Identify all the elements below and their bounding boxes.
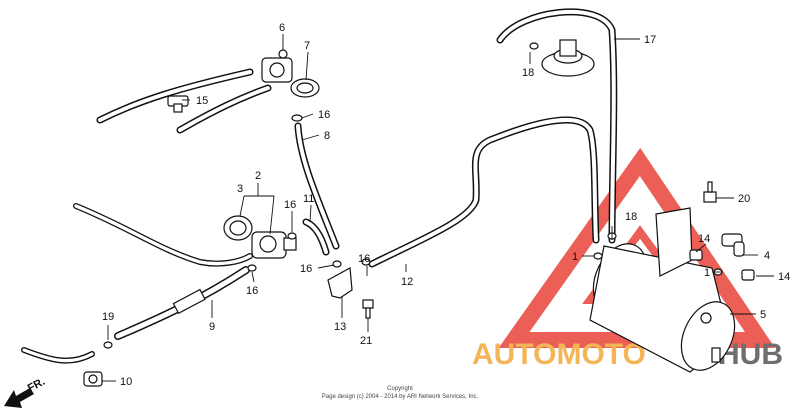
clamp-7 — [290, 78, 320, 98]
callout-20: 20 — [738, 193, 750, 205]
callout-11: 11 — [303, 193, 314, 205]
callout-10: 10 — [120, 376, 132, 388]
front-arrow-icon — [4, 388, 34, 408]
clamp-3 — [223, 215, 253, 241]
hose-11-inner — [304, 220, 328, 254]
clamp-19 — [103, 341, 113, 349]
hose-left-long — [73, 203, 253, 267]
hose-left-long-inner — [74, 204, 252, 266]
hose-8-inner — [296, 124, 338, 248]
front-label: FR. — [26, 376, 47, 395]
clamp-16-a — [291, 114, 303, 122]
callout-4: 4 — [764, 250, 770, 262]
callout-18-a: 18 — [522, 67, 534, 79]
callout-14-b: 14 — [778, 271, 790, 283]
valve-2 — [251, 231, 297, 259]
copyright-line-2: Page design (c) 2004 - 2014 by ARI Netwo… — [322, 394, 479, 400]
callouts: 6 7 15 16 8 2 3 11 16 16 16 16 13 21 9 1… — [102, 22, 790, 388]
callout-17: 17 — [644, 34, 656, 46]
callout-16-b: 16 — [284, 199, 296, 211]
clip-15 — [167, 95, 189, 113]
leader-lines — [102, 34, 774, 382]
callout-8: 8 — [324, 130, 330, 142]
callout-18-b: 18 — [625, 211, 637, 223]
callout-12: 12 — [401, 276, 413, 288]
callout-13: 13 — [334, 321, 346, 333]
clip-14-a — [689, 249, 703, 261]
hose-17-inner — [498, 9, 616, 242]
elbow-4 — [721, 233, 745, 257]
callout-3: 3 — [237, 183, 243, 195]
callout-16-c: 16 — [246, 285, 258, 297]
callout-6: 6 — [279, 22, 285, 34]
clip-1-a — [593, 252, 603, 260]
callout-19: 19 — [102, 311, 114, 323]
clamp-16-b — [287, 232, 297, 240]
copyright-line-1: Copyright — [387, 386, 413, 392]
hose-9-sleeve — [172, 288, 206, 315]
front-direction-indicator: FR. — [4, 376, 47, 408]
canister-5 — [589, 243, 736, 373]
hose-upper-left-b-inner — [178, 86, 270, 132]
bolt-21 — [362, 299, 374, 319]
clamp-16-e — [361, 258, 371, 266]
bolt-20 — [703, 181, 717, 203]
filter-cap-18 — [541, 39, 595, 77]
hose-12-inner — [370, 118, 598, 266]
copyright-block: Copyright Page design (c) 2004 - 2014 by… — [322, 386, 479, 400]
hose-group — [21, 8, 618, 364]
callout-1-a: 1 — [572, 251, 578, 263]
callout-16-e: 16 — [358, 253, 370, 265]
callout-1-b: 1 — [704, 267, 710, 279]
hose-upper-left-a-inner — [98, 70, 252, 122]
clip-18-top — [529, 42, 539, 50]
callout-16-a: 16 — [318, 109, 330, 121]
clip-14-b — [741, 269, 755, 281]
bracket-13 — [327, 267, 353, 299]
hose-lower-left-inner — [22, 348, 94, 363]
callout-9: 9 — [209, 321, 215, 333]
fitting-10 — [83, 371, 103, 387]
callout-21: 21 — [360, 335, 372, 347]
clamp-16-d — [332, 260, 342, 268]
clamp-16-c — [247, 264, 257, 272]
callout-5: 5 — [760, 309, 766, 321]
callout-7: 7 — [304, 40, 310, 52]
callout-16-d: 16 — [300, 263, 312, 275]
callout-15: 15 — [196, 95, 208, 107]
callout-2: 2 — [255, 170, 261, 182]
valve-6 — [261, 49, 293, 83]
parts — [83, 39, 755, 387]
callout-14-a: 14 — [698, 233, 710, 245]
watermark-text-left: AUTOMOTO — [472, 338, 646, 371]
